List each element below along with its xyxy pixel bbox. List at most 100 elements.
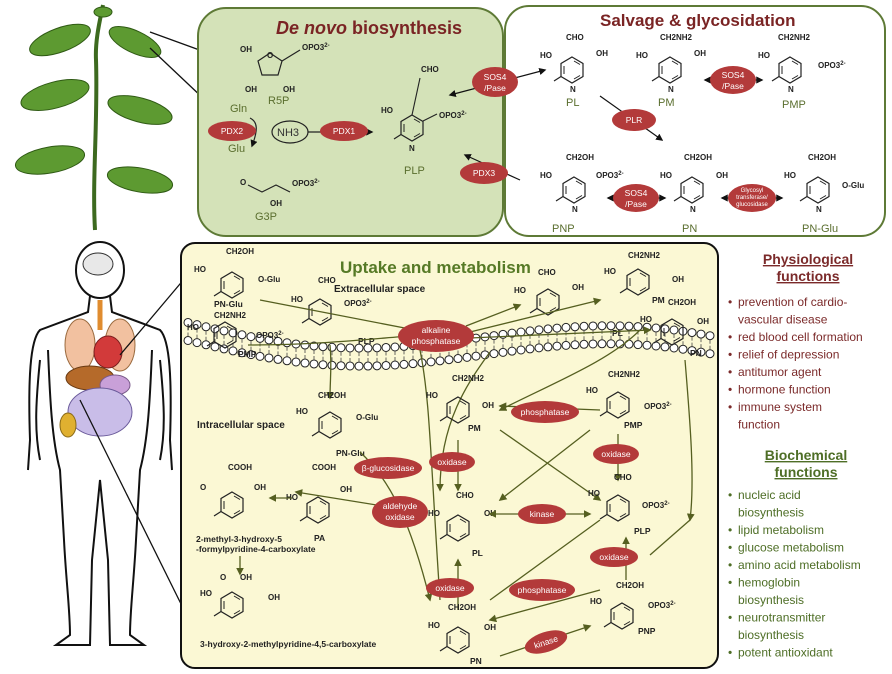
function-item: hemoglobin <box>738 576 800 590</box>
oglu-label: O-Glu <box>258 275 280 284</box>
lipid-head <box>471 351 481 361</box>
ch2oh-label: CH2OH <box>226 247 254 256</box>
oh-label: OH <box>596 49 608 58</box>
sos4-pase-enzyme <box>613 184 659 212</box>
ch2nh2-label: CH2NH2 <box>214 311 247 320</box>
oxidase-label: oxidase <box>601 449 631 459</box>
opo3-label: OPO32- <box>439 111 467 120</box>
ho-label: HO <box>588 489 600 498</box>
aldehyde-label-2: oxidase <box>385 512 415 522</box>
function-item: neurotransmitter <box>738 611 825 625</box>
biochemical-heading-2: functions <box>775 464 838 480</box>
nh3-label: NH3 <box>277 127 299 139</box>
aldehyde-label-1: aldehyde <box>383 501 418 511</box>
opo3-label: OPO32- <box>644 402 672 411</box>
phosphatase-label: phosphatase <box>521 407 570 417</box>
bullet: • <box>728 646 732 660</box>
bullet: • <box>728 348 732 362</box>
lipid-head <box>651 323 661 333</box>
ch2nh2-label: CH2NH2 <box>628 251 661 260</box>
lipid-head <box>525 326 535 336</box>
pa-label: PA <box>314 533 325 543</box>
ch2oh-label: CH2OH <box>616 581 644 590</box>
oh-label: OH <box>340 485 352 494</box>
function-item: vascular disease <box>738 313 828 327</box>
ho-label: HO <box>636 51 648 60</box>
lipid-head <box>687 328 697 338</box>
uptake-title: Uptake and metabolism <box>340 258 531 277</box>
ho-label: HO <box>200 589 212 598</box>
bullet: • <box>728 383 732 397</box>
oh-label: OH <box>484 623 496 632</box>
lipid-head <box>633 340 643 350</box>
n-label: N <box>816 205 822 214</box>
lipid-head <box>390 342 400 352</box>
function-item: biosynthesis <box>738 506 804 520</box>
ch2oh-label: CH2OH <box>448 603 476 612</box>
bullet: • <box>728 295 732 309</box>
ho-label: HO <box>194 265 206 274</box>
bullet: • <box>728 488 732 502</box>
function-item: biosynthesis <box>738 628 804 642</box>
lipid-head <box>408 359 418 369</box>
lipid-head <box>660 342 670 352</box>
lipid-head <box>498 347 508 357</box>
physiological-heading-2: functions <box>777 268 840 284</box>
ho-label: HO <box>428 509 440 518</box>
function-item: antitumor agent <box>738 365 822 379</box>
alkaline-label-1: alkaline <box>422 325 451 335</box>
lipid-head <box>579 321 589 331</box>
n-label: N <box>570 85 576 94</box>
opo3-label: OPO32- <box>642 501 670 510</box>
ho-label: HO <box>784 171 796 180</box>
ch2oh-label: CH2OH <box>668 298 696 307</box>
lipid-head <box>291 357 301 367</box>
oh-label: OH <box>482 401 494 410</box>
pnp-salvage-label: PNP <box>552 223 575 235</box>
lipid-head <box>381 342 391 352</box>
lipid-head <box>426 357 436 367</box>
function-item: immune system <box>738 400 822 414</box>
lipid-head <box>606 339 616 349</box>
oh-label: OH <box>283 85 295 94</box>
ho-label: HO <box>428 621 440 630</box>
lipid-head <box>318 360 328 370</box>
n-label: N <box>572 205 578 214</box>
physiological-heading-1: Physiological <box>763 251 853 267</box>
opo3-label: OPO32- <box>596 171 624 180</box>
lipid-head <box>588 339 598 349</box>
ho-label: HO <box>540 171 552 180</box>
lipid-head <box>381 360 391 370</box>
pdx2-label: PDX2 <box>221 126 243 136</box>
lipid-head <box>552 323 562 333</box>
glu-label: Glu <box>228 143 245 155</box>
ho-label: HO <box>381 106 393 115</box>
pl-outside-label: PL <box>612 328 623 338</box>
lipid-head <box>399 359 409 369</box>
ho-label: HO <box>540 51 552 60</box>
sos4-label: SOS4 <box>625 188 648 198</box>
bullet: • <box>728 558 732 572</box>
lipid-head <box>534 325 544 335</box>
oh-label: OH <box>240 573 252 582</box>
lipid-head <box>327 342 337 352</box>
ch2oh-label: CH2OH <box>684 153 712 162</box>
lipid-head <box>282 338 292 348</box>
lipid-head <box>462 352 472 362</box>
oxidase-enzyme <box>429 452 475 472</box>
sos4-label: SOS4 <box>722 70 745 80</box>
lipid-head <box>561 340 571 350</box>
opo3-label: OPO32- <box>648 601 676 610</box>
bullet: • <box>728 330 732 344</box>
pdx3-enzyme <box>460 162 508 184</box>
lipid-head <box>561 322 571 332</box>
lipid-head <box>597 321 607 331</box>
lipid-head <box>543 324 553 334</box>
lipid-head <box>219 326 229 336</box>
ho-label: HO <box>586 386 598 395</box>
pn-glu-salvage-label: PN-Glu <box>802 223 838 235</box>
oxidase-enzyme <box>593 444 639 464</box>
glyco-label-2: transferase/ <box>736 195 768 201</box>
ho-label: HO <box>514 286 526 295</box>
n-label: N <box>690 205 696 214</box>
